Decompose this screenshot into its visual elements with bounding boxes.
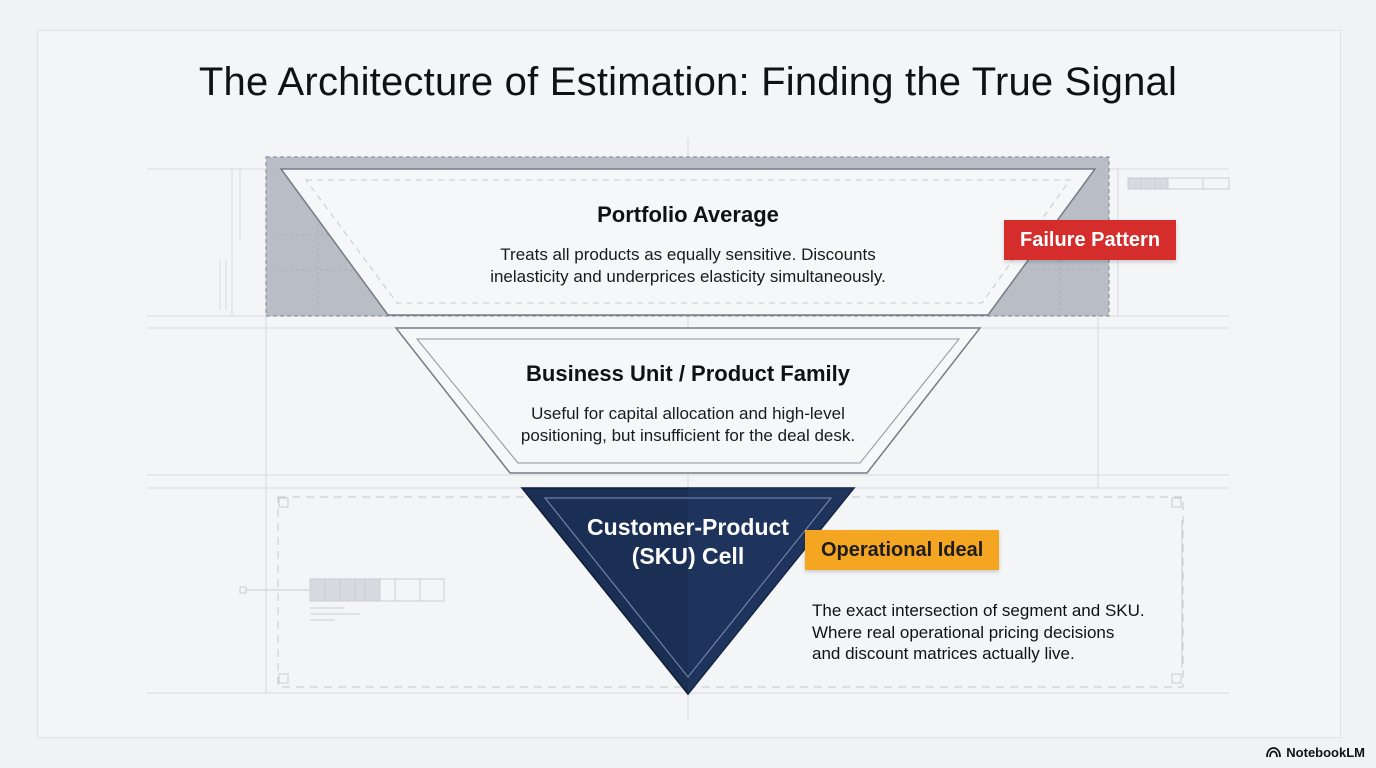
description-line: Useful for capital allocation and high-l… — [531, 404, 845, 423]
operational-ideal-description: The exact intersection of segment and SK… — [812, 600, 1182, 665]
sku-cell-title-line: (SKU) Cell — [631, 543, 745, 569]
right-mini-table — [1127, 177, 1230, 190]
layer-business-unit — [394, 327, 982, 474]
description-line: inelasticity and underprices elasticity … — [490, 267, 886, 286]
business-unit-title: Business Unit / Product Family — [526, 361, 850, 386]
description-line: positioning, but insufficient for the de… — [520, 426, 856, 445]
notebooklm-logo-icon — [1266, 747, 1282, 758]
brand-watermark: NotebookLM — [1266, 745, 1365, 760]
portfolio-average-title: Portfolio Average — [597, 202, 779, 227]
failure-pattern-tag: Failure Pattern — [1004, 220, 1177, 260]
operational-ideal-tag: Operational Ideal — [805, 530, 1000, 570]
layer-portfolio-average — [279, 168, 1097, 316]
portfolio-average-description: Treats all products as equally sensitive… — [400, 244, 976, 288]
ideal-description-line: Where real operational pricing decisions — [812, 622, 1115, 642]
brand-label: NotebookLM — [1286, 745, 1365, 760]
description-line: Treats all products as equally sensitive… — [500, 245, 876, 264]
ideal-description-line: The exact intersection of segment and SK… — [812, 601, 1145, 620]
page-title: The Architecture of Estimation: Finding … — [198, 60, 1178, 104]
left-mini-table — [309, 578, 445, 621]
sku-cell-title: Customer-Product (SKU) Cell — [548, 513, 828, 571]
sku-cell-title-line: Customer-Product — [587, 514, 789, 540]
ideal-description-line: and discount matrices actually live. — [812, 644, 1075, 663]
business-unit-description: Useful for capital allocation and high-l… — [448, 403, 928, 447]
